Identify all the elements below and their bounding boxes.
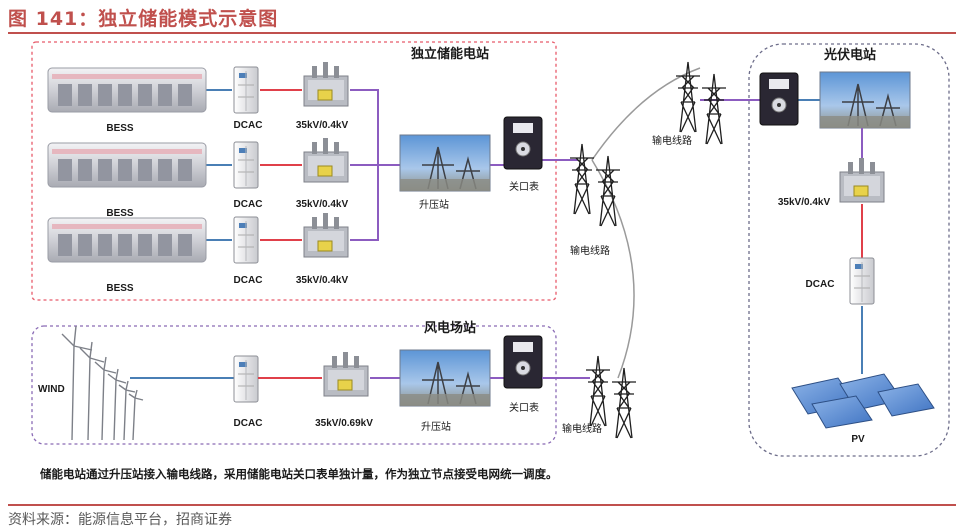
pv-station-title: 光伏电站: [823, 47, 876, 63]
transformer-storage-1: [303, 61, 349, 107]
transformer-storage-3: [303, 212, 349, 258]
storage-connections: [206, 89, 578, 241]
bess-unit-2: [47, 142, 207, 188]
dcac-label-3: DCAC: [234, 275, 263, 286]
storage-station-border: [31, 41, 557, 301]
source-line: 资料来源：能源信息平台，招商证券: [8, 512, 232, 528]
storage-station-title: 独立储能电站: [411, 46, 489, 62]
transformer-label-2: 35kV/0.4kV: [296, 199, 349, 210]
bess-label-2: BESS: [106, 208, 134, 219]
tower-storage-a: [569, 143, 595, 215]
bess-unit-3: [47, 217, 207, 263]
transformer-label-3: 35kV/0.4kV: [296, 275, 349, 286]
gateway-meter-wind: [503, 335, 543, 389]
pv-label: PV: [851, 434, 865, 445]
wind-label: WIND: [38, 384, 65, 395]
gateway-meter-pv: [759, 72, 799, 126]
dcac-label-pv: DCAC: [806, 279, 835, 290]
dcac-cabinet-pv: [849, 257, 875, 305]
dcac-label-1: DCAC: [234, 120, 263, 131]
bottom-rule: [8, 504, 956, 506]
bess-label-3: BESS: [106, 283, 134, 294]
pv-station-border: [748, 43, 950, 457]
step-up-station-pv: [819, 71, 911, 129]
gateway-meter-label-storage: 关口表: [509, 180, 539, 193]
tower-pv-b: [701, 73, 727, 145]
transmission-line-label-pv: 输电线路: [652, 134, 692, 147]
tower-wind-b: [611, 367, 637, 439]
bess-unit-1: [47, 67, 207, 113]
dcac-cabinet-2: [233, 141, 259, 189]
dcac-label-wind: DCAC: [234, 418, 263, 429]
gateway-meter-storage: [503, 116, 543, 170]
transformer-label-pv: 35kV/0.4kV: [778, 197, 831, 208]
step-up-station-wind: [399, 349, 491, 407]
tower-storage-b: [595, 155, 621, 227]
pv-panels: [791, 373, 935, 429]
wind-farm-border: [31, 325, 557, 445]
dcac-cabinet-1: [233, 66, 259, 114]
dcac-cabinet-3: [233, 216, 259, 264]
wind-turbines: [61, 325, 144, 441]
step-up-station-label-wind: 升压站: [421, 420, 451, 433]
diagram-note: 储能电站通过升压站接入输电线路，采用储能电站关口表单独计量，作为独立节点接受电网…: [40, 467, 558, 481]
step-up-station-label-storage: 升压站: [419, 198, 449, 211]
tower-wind-a: [585, 355, 611, 427]
bess-label-1: BESS: [106, 123, 134, 134]
transformer-storage-2: [303, 137, 349, 183]
step-up-station-storage: [399, 134, 491, 192]
transformer-pv: [839, 157, 885, 203]
transmission-line-label-storage: 输电线路: [570, 244, 610, 257]
transformer-label-wind: 35kV/0.69kV: [315, 418, 373, 429]
gateway-meter-label-wind: 关口表: [509, 401, 539, 414]
transformer-wind: [323, 351, 369, 397]
dcac-label-2: DCAC: [234, 199, 263, 210]
transformer-label-1: 35kV/0.4kV: [296, 120, 349, 131]
wind-farm-title: 风电场站: [424, 320, 476, 336]
figure-title: 图 141：独立储能模式示意图: [8, 8, 279, 30]
title-rule: [8, 32, 956, 34]
transmission-line-label-wind: 输电线路: [562, 422, 602, 435]
dcac-cabinet-wind: [233, 355, 259, 403]
